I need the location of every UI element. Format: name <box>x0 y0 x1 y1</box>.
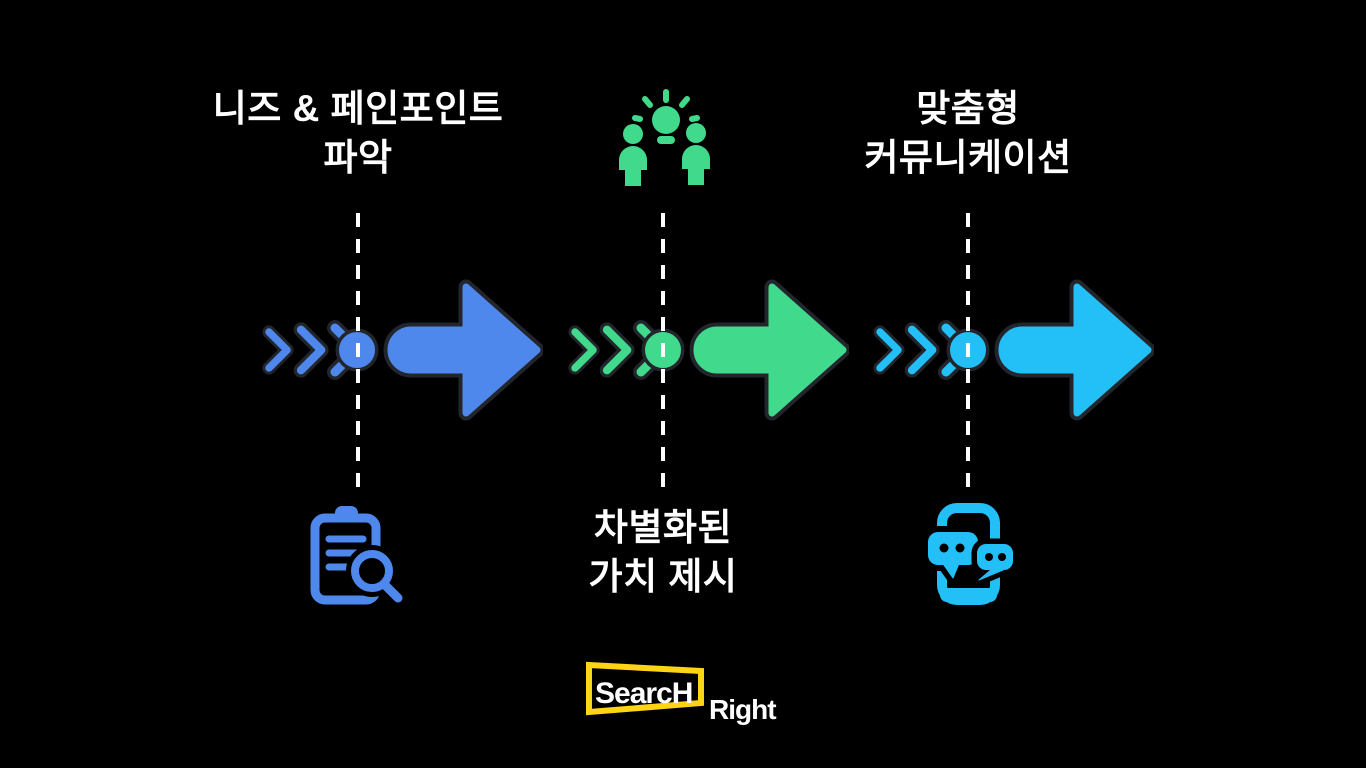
step-3-label-line1: 맞춤형 <box>916 88 1020 129</box>
clipboard-search-icon <box>310 506 407 607</box>
step-3-arrow-icon <box>873 279 1154 421</box>
team-idea-icon <box>619 89 710 186</box>
step-1-label-line1: 니즈 & 페인포인트 <box>212 88 504 129</box>
searchright-logo: SearcH Right <box>586 661 777 725</box>
phone-chat-icon <box>922 503 1019 605</box>
step-3-dashed-line <box>966 213 970 497</box>
step-1-label: 니즈 & 페인포인트 파악 <box>213 84 504 182</box>
step-1-arrow-icon <box>262 279 543 421</box>
step-2-label-line1: 차별화된 <box>593 507 733 548</box>
step-2-label: 차별화된 가치 제시 <box>589 503 738 601</box>
step-2-arrow-icon <box>568 279 849 421</box>
step-2-dashed-line <box>661 213 665 497</box>
step-3-label: 맞춤형 커뮤니케이션 <box>864 84 1071 182</box>
logo-text-right: Right <box>709 694 776 725</box>
step-1-dashed-line <box>356 213 360 497</box>
logo-text-search: SearcH <box>595 677 692 710</box>
step-3-label-line2: 커뮤니케이션 <box>864 137 1072 178</box>
step-2-label-line2: 가치 제시 <box>588 556 738 597</box>
step-1-label-line2: 파악 <box>323 137 393 178</box>
logo-yellow-box <box>586 661 704 716</box>
